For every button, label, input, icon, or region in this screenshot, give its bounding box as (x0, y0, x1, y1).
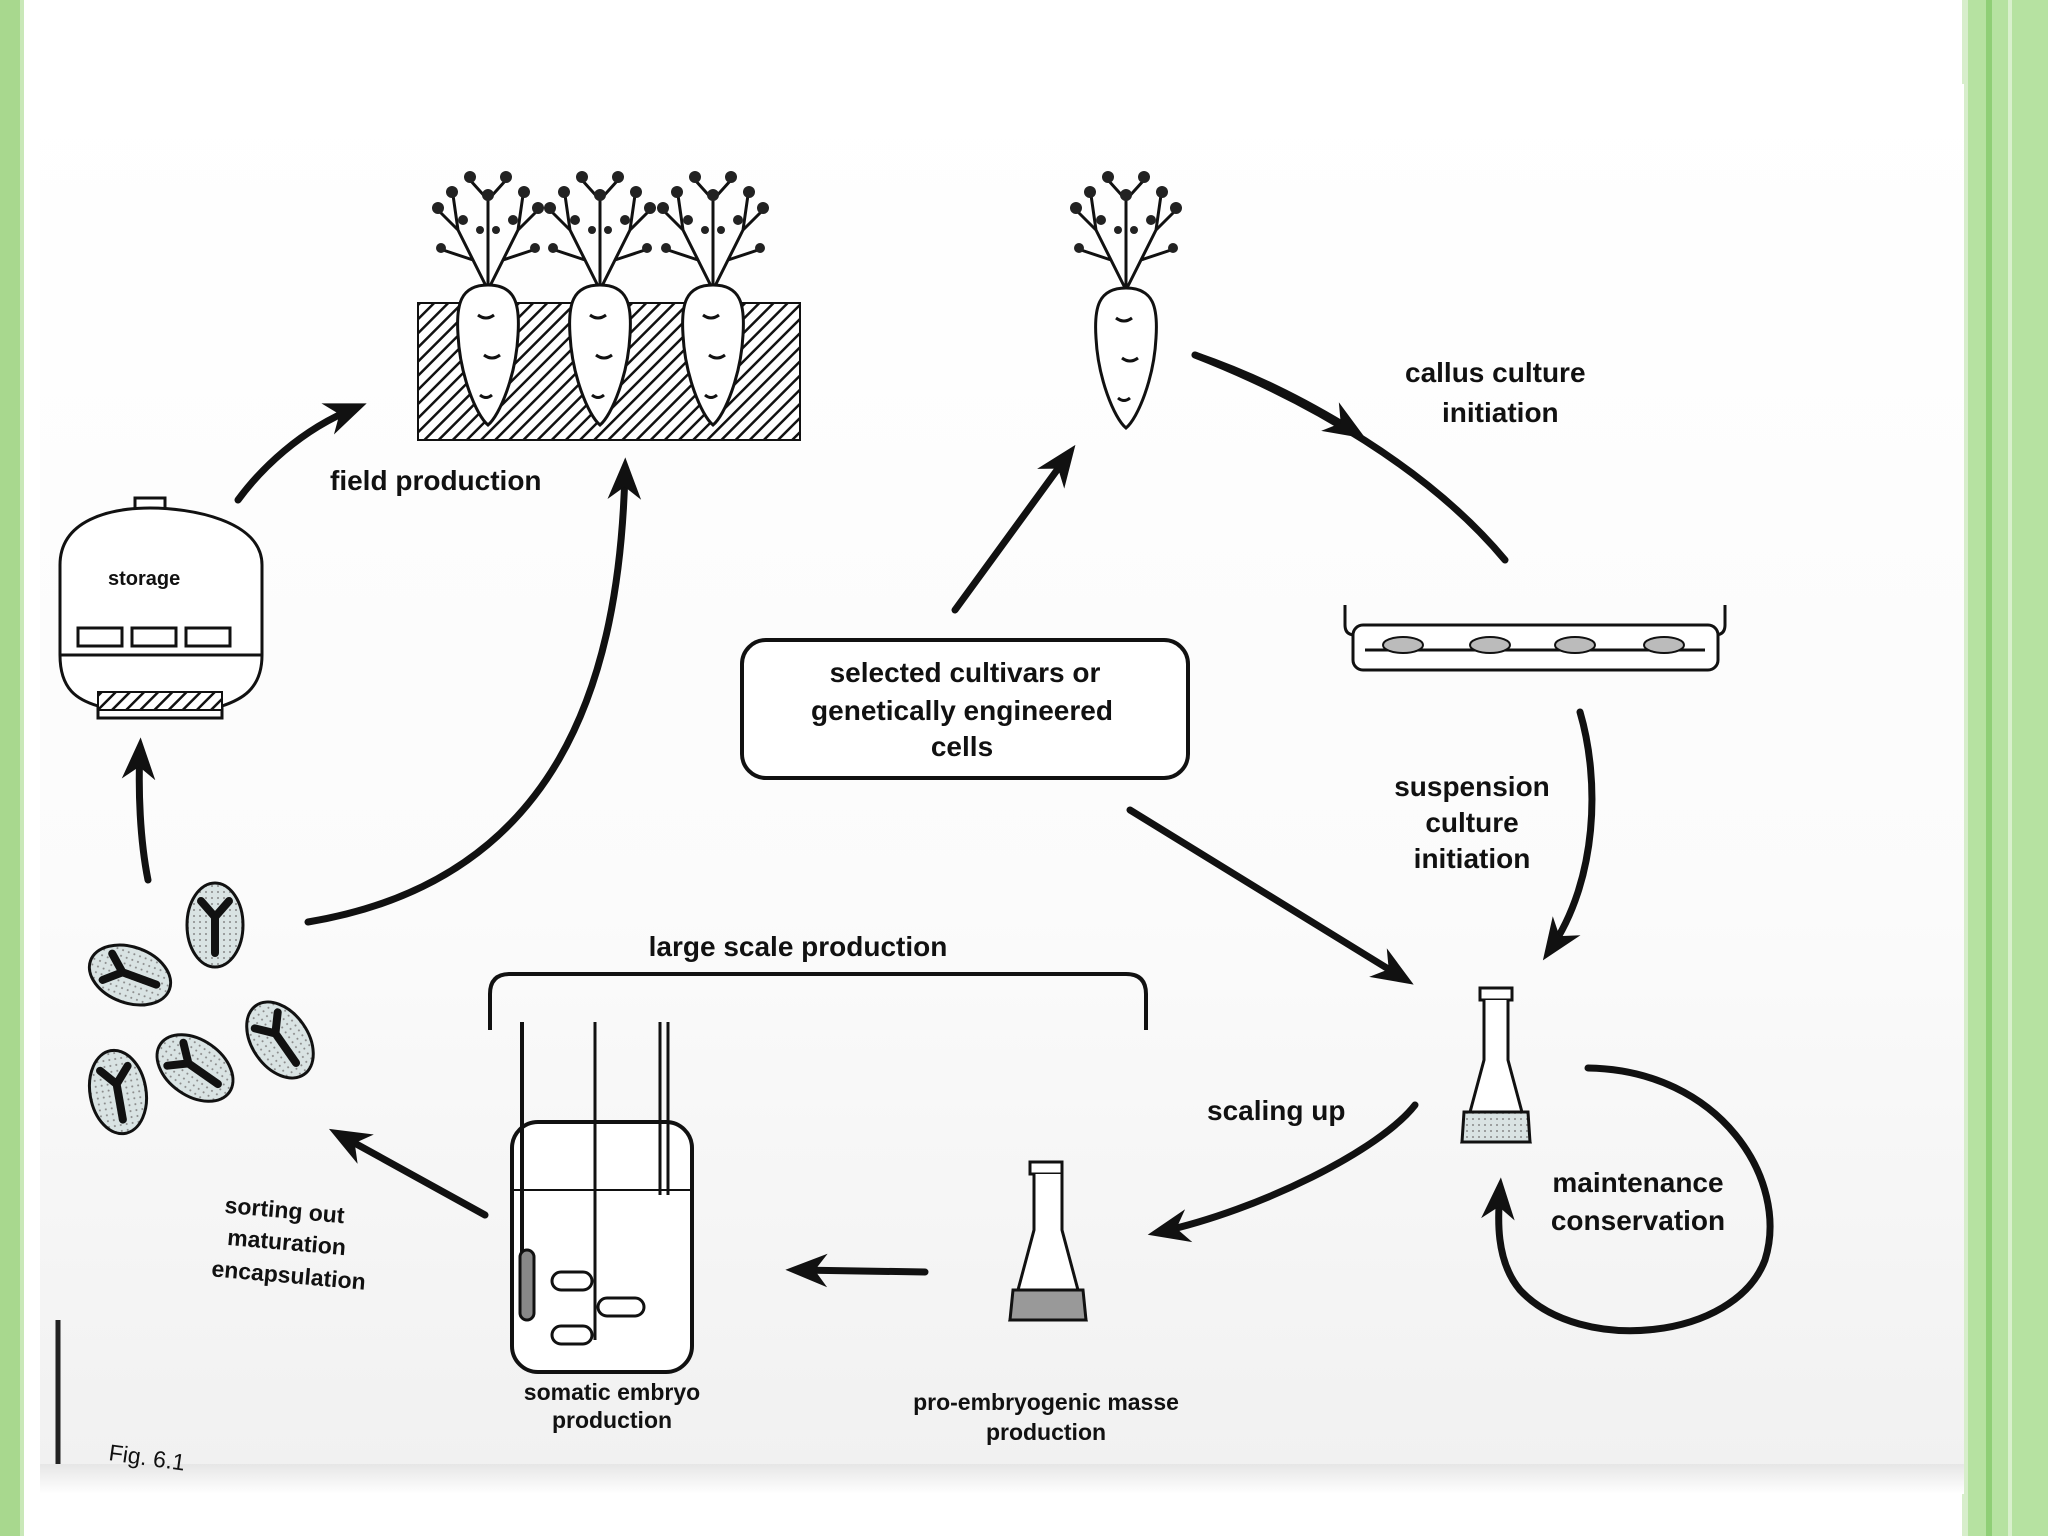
erlenmeyer-flask-icon (1460, 986, 1532, 1144)
label-somatic-1: somatic embryo (524, 1379, 700, 1405)
label-callus-2: initiation (1442, 397, 1559, 428)
label-figure: Fig. 6.1 (107, 1439, 187, 1475)
label-callus-1: callus culture (1405, 357, 1586, 388)
slide-frame-left (0, 0, 24, 1536)
carrot-icon (1068, 169, 1184, 430)
flow-arrows (121, 351, 1774, 1335)
label-suspension-2: culture (1425, 807, 1518, 838)
label-selected-1: selected cultivars or (830, 657, 1101, 688)
bioreactor-icon (510, 1022, 694, 1374)
label-somatic-2: production (552, 1407, 672, 1433)
petri-dish-icon (1343, 605, 1727, 672)
selected-cultivars-box (740, 638, 1190, 780)
label-selected-2: genetically engineered (811, 695, 1113, 726)
label-scaling-up: scaling up (1207, 1095, 1345, 1126)
label-maintenance-2: conservation (1551, 1205, 1725, 1236)
photo-bottom-edge (40, 1464, 1964, 1494)
erlenmeyer-flask-icon (1008, 1160, 1088, 1322)
label-sorting-1: sorting out (224, 1192, 346, 1228)
label-sorting-3: encapsulation (211, 1255, 367, 1294)
label-suspension-3: initiation (1414, 843, 1531, 874)
label-selected-3: cells (931, 731, 993, 762)
label-suspension-1: suspension (1394, 771, 1550, 802)
slide-frame-right (1962, 0, 2048, 1536)
label-pro-1: pro-embryogenic masse (913, 1389, 1179, 1415)
label-large-scale: large scale production (649, 931, 948, 962)
carrot-icon (417, 169, 801, 441)
storage-tank-icon: storage (58, 496, 264, 720)
label-pro-2: production (986, 1419, 1106, 1445)
large-scale-bracket (488, 972, 1148, 1030)
label-maintenance-1: maintenance (1552, 1167, 1723, 1198)
label-storage: storage (108, 568, 180, 590)
label-sorting-2: maturation (226, 1224, 347, 1260)
label-field-production: field production (330, 465, 542, 496)
encapsulated-embryo-icon (81, 883, 327, 1138)
